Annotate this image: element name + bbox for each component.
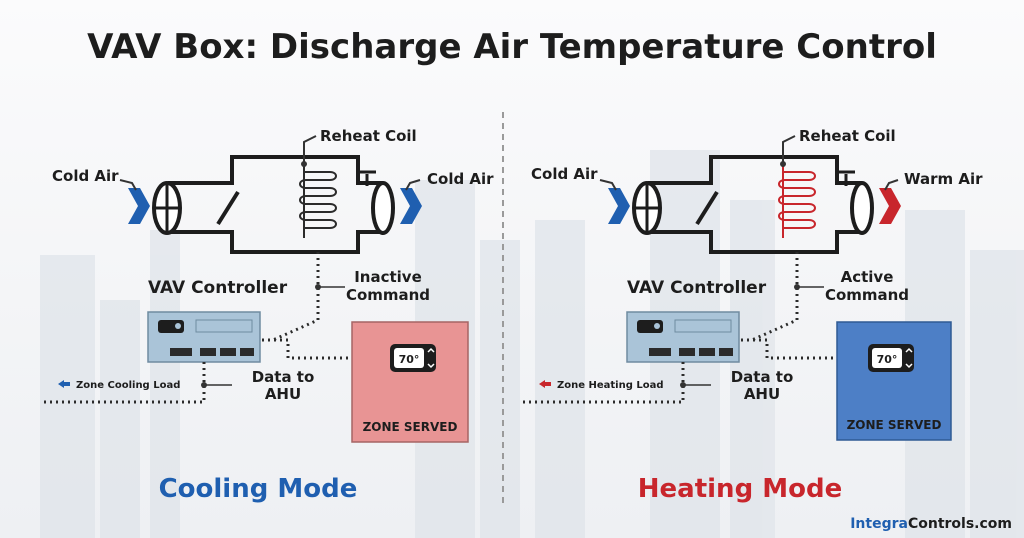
- coil-label-leader: [782, 135, 796, 164]
- controller-label: VAV Controller: [627, 278, 767, 298]
- heating-panel: Cold Air Warm Air Reheat Coil Active Com…: [520, 127, 983, 504]
- controller-to-zone-line: [262, 338, 388, 360]
- inlet-air-arrow: [128, 188, 150, 224]
- controller-label: VAV Controller: [148, 278, 288, 298]
- zone-served-box: 70° ZONE SERVED: [351, 321, 469, 443]
- inlet-label: Cold Air: [52, 167, 119, 185]
- data-label-line1: Data to: [731, 368, 794, 386]
- reheat-coil: [299, 166, 337, 238]
- outlet-label-leader: [405, 179, 421, 191]
- outlet-air-arrow: [879, 188, 901, 224]
- damper-blade: [216, 190, 240, 226]
- outlet-label-leader: [884, 179, 899, 191]
- outlet-label: Cold Air: [427, 170, 494, 188]
- command-signal-line: [272, 252, 320, 342]
- data-to-ahu-line: [520, 362, 685, 404]
- load-label: Zone Heating Load: [557, 380, 664, 391]
- damper-blade: [695, 190, 719, 226]
- coil-label-leader: [303, 135, 317, 164]
- mode-label: Cooling Mode: [159, 474, 358, 504]
- thermostat-reading: 70°: [877, 353, 898, 366]
- mode-label: Heating Mode: [638, 474, 842, 504]
- page-title: VAV Box: Discharge Air Temperature Contr…: [87, 27, 937, 67]
- load-label: Zone Cooling Load: [76, 380, 180, 391]
- inlet-label: Cold Air: [531, 165, 598, 183]
- brand-suffix: Controls.com: [908, 516, 1012, 532]
- inlet-label-leader: [119, 179, 137, 191]
- vav-controller: [147, 311, 261, 363]
- reheat-coil: [778, 166, 816, 238]
- zone-label: ZONE SERVED: [363, 420, 458, 434]
- coil-label: Reheat Coil: [799, 127, 896, 145]
- load-arrow-icon: [58, 380, 70, 388]
- command-label-line2: Command: [346, 286, 430, 304]
- vav-box-body: [168, 155, 383, 254]
- inlet-label-leader: [599, 179, 617, 191]
- thermostat-reading: 70°: [399, 353, 420, 366]
- outlet-duct-opening: [850, 181, 874, 235]
- outlet-duct-opening: [371, 181, 395, 235]
- vav-controller: [626, 311, 740, 363]
- zone-label: ZONE SERVED: [847, 418, 942, 432]
- load-arrow-icon: [539, 380, 551, 388]
- brand-prefix: Integra: [850, 516, 908, 532]
- inlet-air-arrow: [608, 188, 630, 224]
- coil-label: Reheat Coil: [320, 127, 417, 145]
- data-label-line1: Data to: [252, 368, 315, 386]
- data-to-ahu-line: [40, 362, 206, 404]
- command-label-line1: Inactive: [354, 268, 422, 286]
- command-signal-line: [751, 252, 799, 342]
- data-label-line2: AHU: [744, 385, 780, 403]
- outlet-label: Warm Air: [904, 170, 983, 188]
- data-label-line2: AHU: [265, 385, 301, 403]
- brand-logo: IntegraControls.com: [850, 516, 1012, 532]
- vav-box-body: [648, 155, 862, 254]
- outlet-air-arrow: [400, 188, 422, 224]
- command-label-line1: Active: [841, 268, 894, 286]
- command-label-line2: Command: [825, 286, 909, 304]
- controller-to-zone-line: [741, 338, 868, 360]
- zone-served-box: 70° ZONE SERVED: [836, 321, 952, 441]
- cooling-panel: Cold Air Cold Air Reheat Coil Inactive C…: [40, 127, 494, 504]
